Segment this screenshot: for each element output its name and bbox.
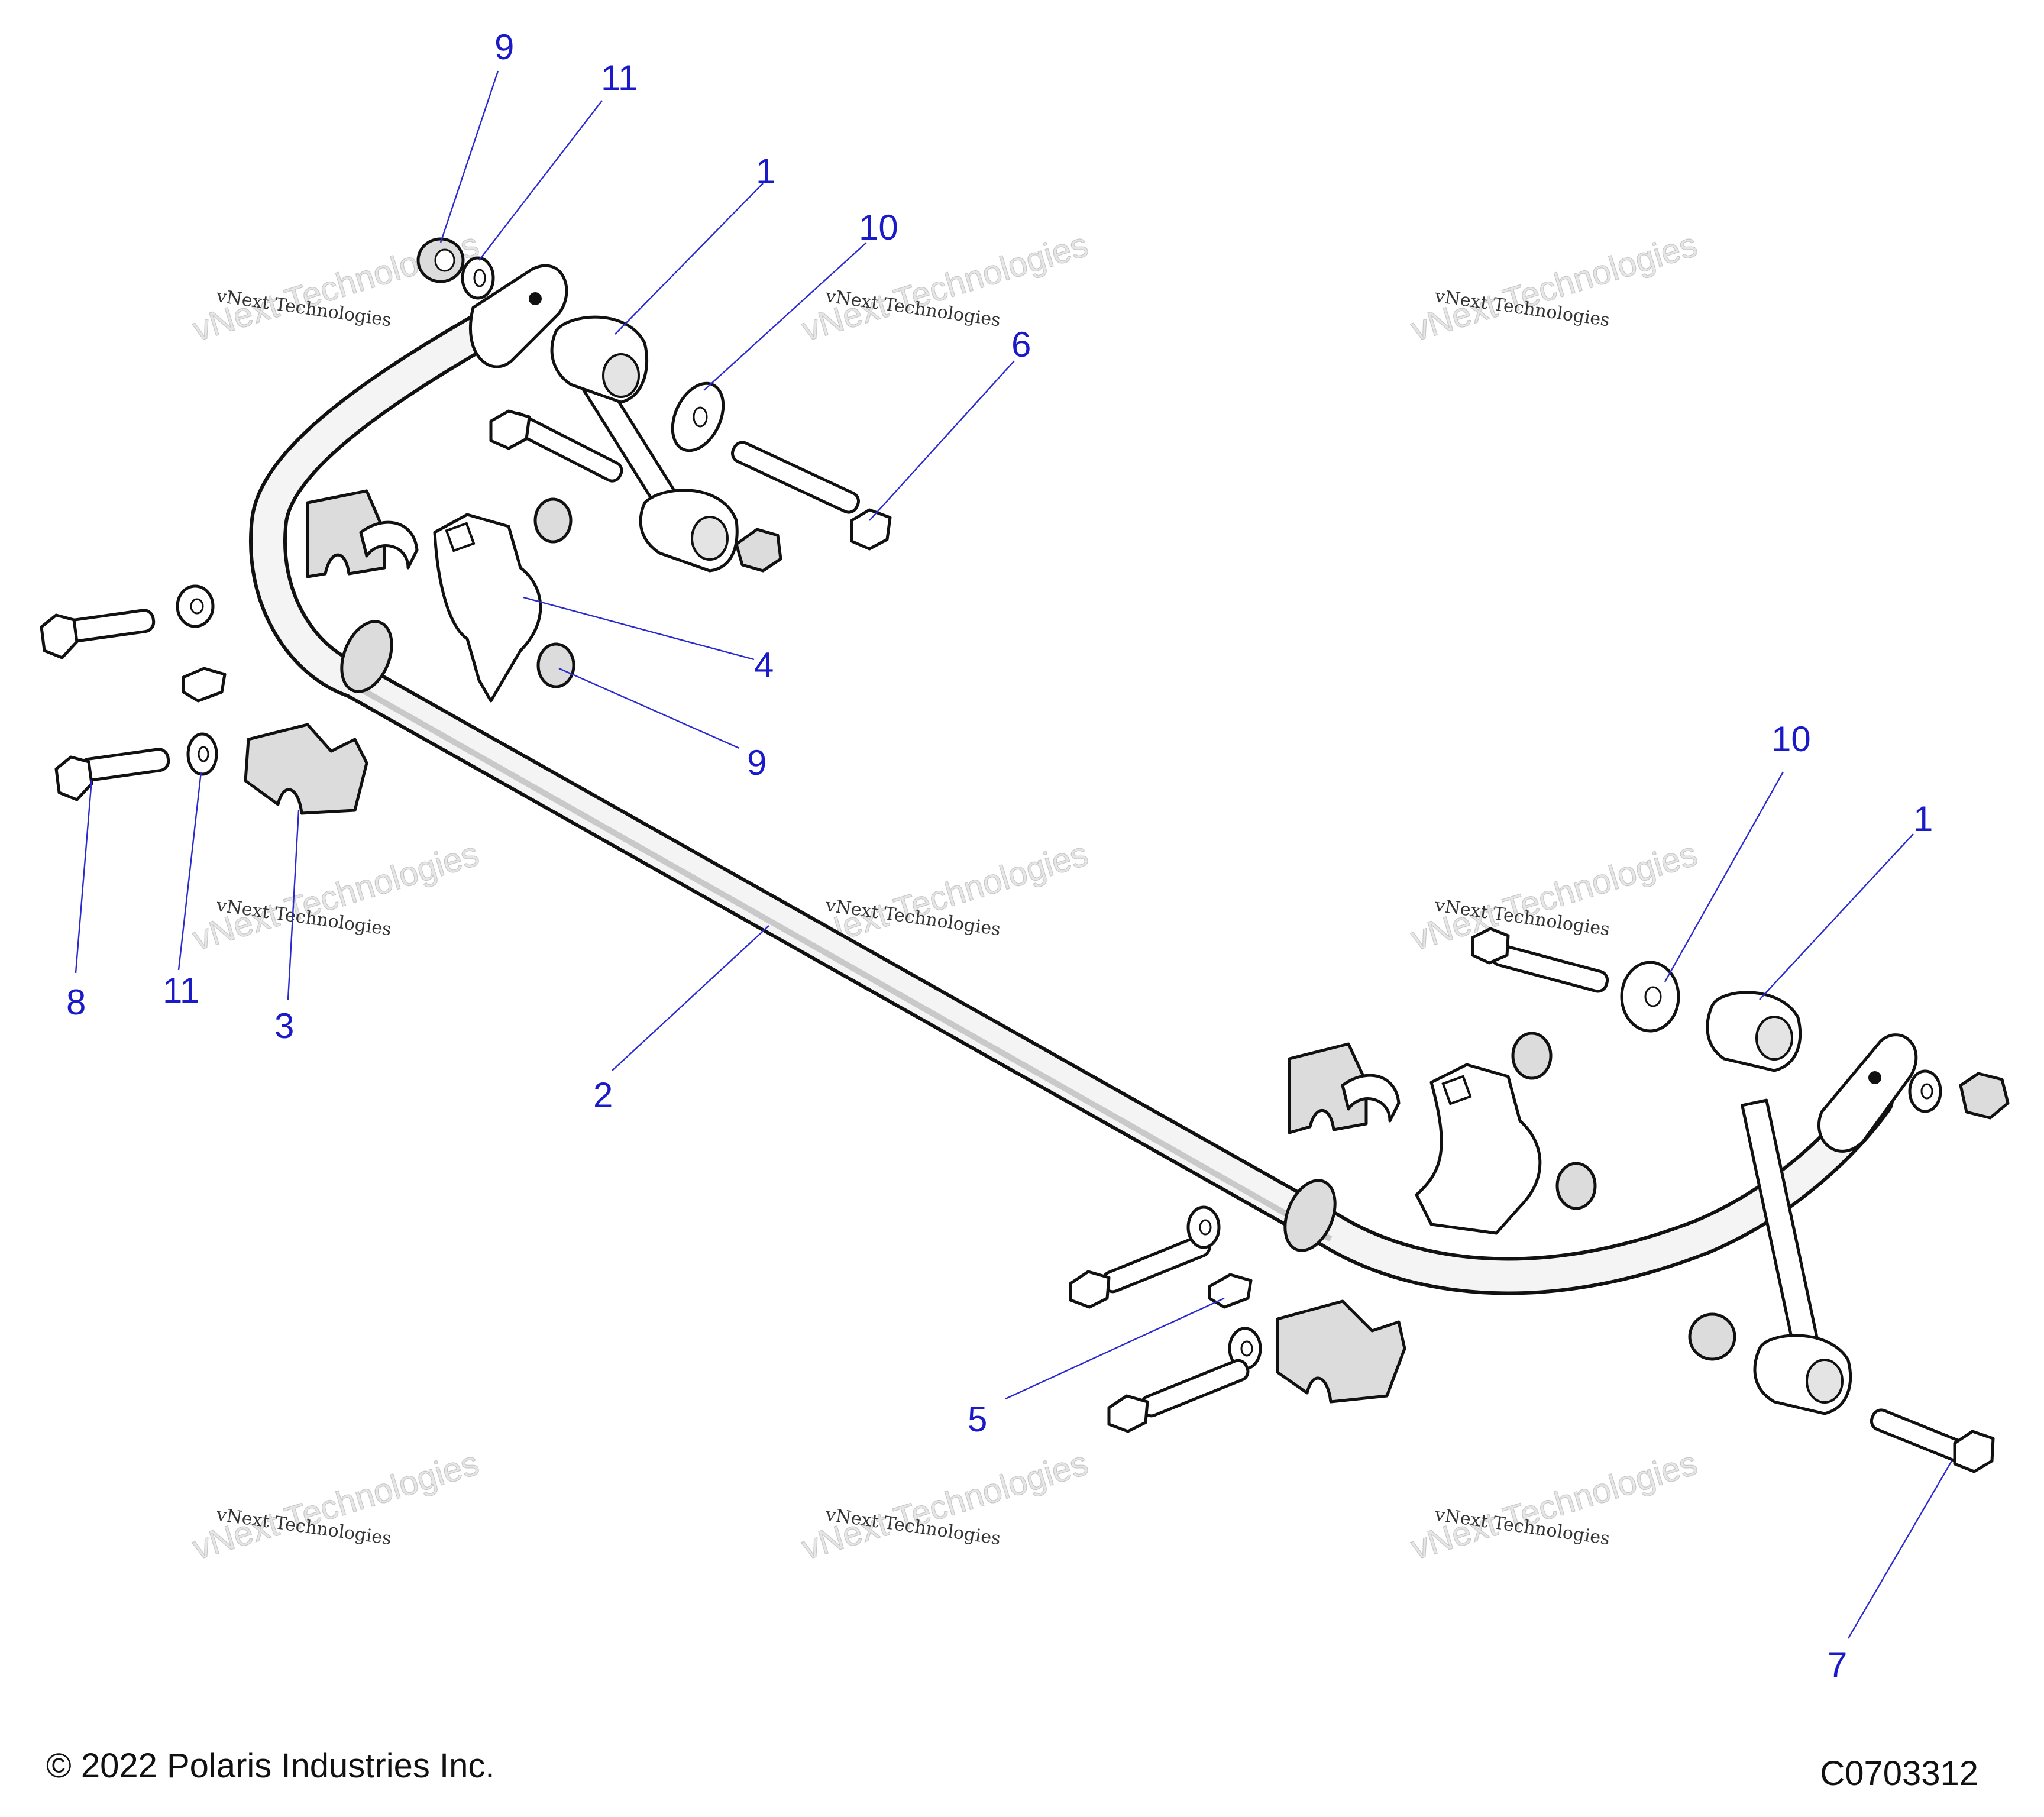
leader-4 — [523, 596, 755, 661]
watermark-large: vNext Technologies — [188, 835, 483, 958]
bolt-center-upper — [1069, 1234, 1211, 1309]
washer-upper-middle — [671, 381, 725, 452]
bracket-right — [1415, 1063, 1542, 1235]
leader-6 — [869, 360, 1015, 521]
watermark-layer: vNext Technologies vNext Technologies vN… — [187, 225, 1702, 1567]
leader-9-mid — [558, 667, 740, 749]
callout-9-mid: 9 — [747, 743, 767, 783]
watermark-large: vNext Technologies — [1406, 1444, 1702, 1567]
grease-fitting-center — [1208, 1273, 1253, 1309]
bushing-upper-right — [1288, 1042, 1401, 1134]
leader-3 — [287, 810, 300, 1000]
bolt-upper-middle — [489, 409, 623, 483]
callout-6: 6 — [1011, 325, 1031, 364]
washer-center-upper — [1186, 1205, 1221, 1249]
watermark-large: vNext Technologies — [797, 225, 1092, 349]
bushing-upper-left — [306, 489, 419, 578]
link-lower — [1706, 991, 1852, 1415]
bolt-upper-right — [731, 441, 892, 551]
callout-5: 5 — [968, 1399, 987, 1439]
watermark: vNext Technologies vNext Technologies — [1406, 834, 1702, 958]
callout-4: 4 — [754, 645, 774, 685]
washer-right-end — [1908, 1069, 1942, 1113]
leader-9-top — [439, 70, 499, 243]
watermark-large: vNext Technologies — [188, 1444, 483, 1567]
washer-upper-left — [176, 584, 215, 628]
nut-bracket-left-bottom — [536, 642, 575, 688]
callout-7: 7 — [1828, 1645, 1847, 1685]
leader-8 — [75, 779, 93, 974]
callout-8: 8 — [66, 982, 86, 1022]
drawing-id: C0703312 — [1820, 1754, 1978, 1793]
bolt-lower-right — [1870, 1408, 1995, 1473]
nut-lower-right — [1688, 1312, 1736, 1361]
leader-11-left — [177, 771, 202, 971]
bushing-lower-right — [1276, 1299, 1406, 1404]
stabilizer-bar — [249, 264, 1918, 1295]
leader-10-top — [703, 242, 867, 391]
leader-5 — [1005, 1297, 1225, 1400]
nut-upper-middle — [735, 528, 782, 573]
washer-right-large — [1620, 961, 1680, 1033]
nut-bracket-right-bottom — [1555, 1162, 1597, 1210]
callout-10-right: 10 — [1771, 719, 1811, 759]
nut-right-end — [1959, 1072, 2010, 1120]
callout-10-top: 10 — [859, 208, 898, 247]
link-upper — [550, 315, 739, 573]
callout-11-left: 11 — [163, 971, 199, 1010]
nut-top-left — [416, 237, 465, 283]
leader-lines — [75, 70, 1953, 1639]
bracket-upper-left — [433, 513, 542, 703]
leader-1-top — [615, 183, 764, 335]
copyright-text: © 2022 Polaris Industries Inc. — [46, 1747, 494, 1785]
watermark-large: vNext Technologies — [797, 1444, 1092, 1567]
bushing-lower-left — [244, 723, 368, 815]
watermark-large: vNext Technologies — [1406, 225, 1702, 349]
watermark: vNext Technologies vNext Technologies — [797, 1443, 1092, 1567]
leader-1-right — [1759, 833, 1914, 1000]
leader-2 — [612, 925, 769, 1071]
washer-lower-left — [186, 732, 218, 776]
leader-10-right — [1664, 771, 1784, 982]
callout-1-right: 1 — [1913, 799, 1933, 839]
leader-11-top — [478, 100, 603, 261]
callouts: 9 11 1 10 6 4 9 10 1 8 11 3 2 5 7 — [66, 27, 1933, 1685]
bolt-lower-left — [54, 748, 170, 801]
watermark-large: vNext Technologies — [1406, 835, 1702, 958]
callout-1-top: 1 — [756, 151, 775, 191]
callout-11-top: 11 — [601, 58, 638, 98]
leader-7 — [1847, 1460, 1953, 1639]
nut-bracket-right-top — [1511, 1032, 1553, 1080]
callout-2: 2 — [593, 1075, 613, 1115]
callout-3: 3 — [274, 1006, 294, 1046]
nut-bracket-left-top — [533, 497, 573, 544]
watermark: vNext Technologies vNext Technologies — [1406, 225, 1702, 349]
callout-9-top: 9 — [494, 27, 514, 67]
bolt-center-lower — [1107, 1359, 1250, 1433]
watermark: vNext Technologies vNext Technologies — [187, 1443, 483, 1567]
watermark: vNext Technologies vNext Technologies — [797, 225, 1092, 349]
bolt-right-upper — [1471, 927, 1609, 993]
washer-top-left — [461, 256, 495, 300]
grease-fitting-left — [182, 667, 227, 703]
watermark: vNext Technologies vNext Technologies — [1406, 1443, 1702, 1567]
watermark: vNext Technologies vNext Technologies — [187, 834, 483, 958]
bolt-upper-left — [40, 609, 156, 659]
